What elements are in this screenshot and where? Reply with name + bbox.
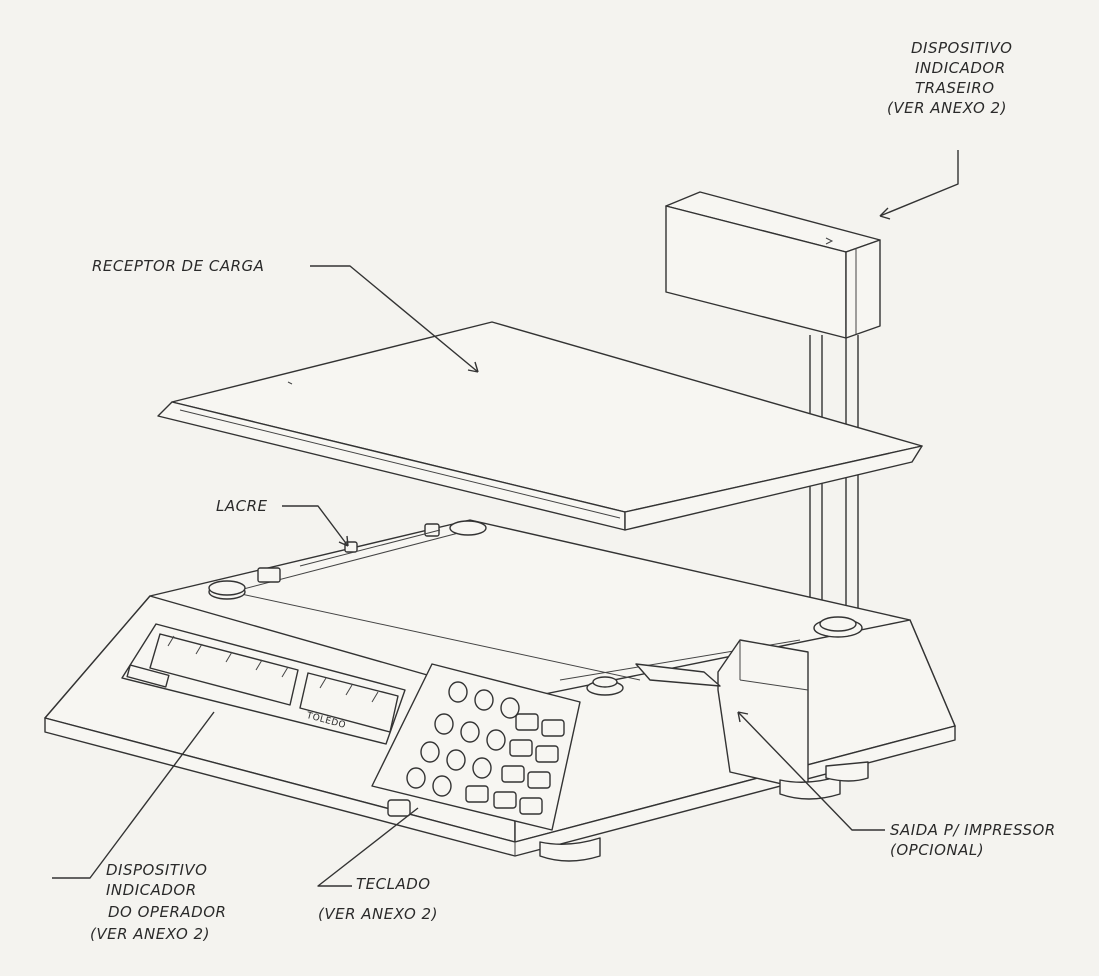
leader-lines — [52, 150, 959, 887]
operator-display-label: DISPOSITIVO INDICADOR DO OPERADOR (VER A… — [90, 860, 276, 944]
operator-display-label-line4: (VER ANEXO 2) — [90, 925, 210, 943]
seal-label: LACRE — [216, 497, 268, 515]
load-receptor-label: RECEPTOR DE CARGA — [92, 257, 265, 275]
printer-output-label-line1: SAIDA P/ IMPRESSOR — [890, 821, 1056, 839]
operator-display-label-line3: DO OPERADOR — [108, 903, 227, 921]
printer-output-label: SAIDA P/ IMPRESSOR (OPCIONAL) — [890, 820, 1090, 860]
printer-output-opening — [635, 639, 809, 791]
keyboard-label: TECLADO (VER ANEXO 2) — [318, 874, 488, 924]
rear-display-label-line3: TRASEIRO — [915, 79, 995, 97]
scale-feet — [539, 761, 869, 862]
rear-display-label: DISPOSITIVO INDICADOR TRASEIRO (VER ANEX… — [887, 38, 1065, 118]
keyboard — [371, 663, 581, 831]
operator-display-label-line1: DISPOSITIVO — [106, 861, 208, 879]
keyboard-label-line2: (VER ANEXO 2) — [318, 905, 438, 923]
rear-display-label-line1: DISPOSITIVO — [911, 39, 1013, 57]
rear-display-label-line4: (VER ANEXO 2) — [887, 99, 1007, 117]
leveling-knobs — [208, 520, 863, 696]
printer-output-label-line2: (OPCIONAL) — [890, 841, 985, 859]
keyboard-label-line1: TECLADO — [356, 875, 431, 893]
load-receptor-platter — [157, 321, 923, 531]
rear-display-box — [665, 191, 881, 339]
rear-display-label-line2: INDICADOR — [915, 59, 1006, 77]
operator-display-label-line2: INDICADOR — [106, 881, 197, 899]
operator-display-panel — [121, 623, 406, 745]
